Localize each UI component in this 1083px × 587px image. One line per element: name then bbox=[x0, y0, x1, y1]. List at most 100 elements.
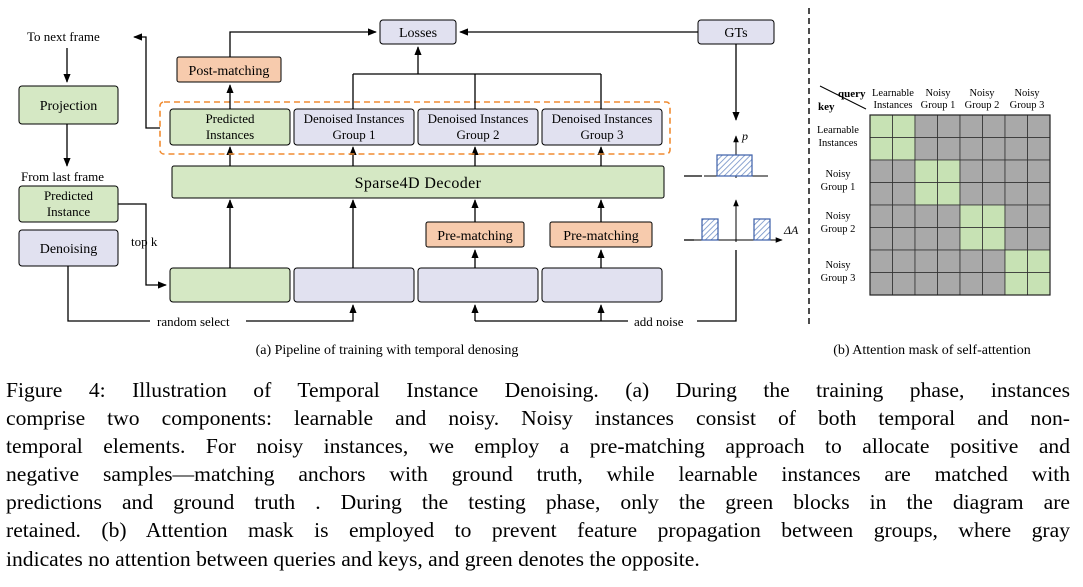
mask-cell-7-3 bbox=[937, 272, 961, 296]
mask-cell-4-3 bbox=[937, 204, 961, 228]
row-header-noisy1-2: Group 1 bbox=[821, 182, 856, 193]
p-label: p bbox=[741, 129, 748, 143]
mask-cell-2-6 bbox=[1004, 159, 1028, 183]
row-header-noisy3-2: Group 3 bbox=[821, 273, 856, 284]
mask-cell-2-3 bbox=[937, 159, 961, 183]
col-header-noisy2-2: Group 2 bbox=[965, 100, 1000, 111]
mask-cell-2-0 bbox=[869, 159, 893, 183]
mask-cell-2-5 bbox=[982, 159, 1006, 183]
row-header-noisy2-2: Group 2 bbox=[821, 224, 856, 235]
mask-cell-0-1 bbox=[892, 114, 916, 138]
delta-hatch-bar-right bbox=[753, 218, 771, 241]
decoder-box bbox=[171, 165, 665, 199]
decoder-label: Sparse4D Decoder bbox=[355, 175, 482, 192]
output-box-group-2 bbox=[417, 108, 539, 146]
col-header-noisy2-1: Noisy bbox=[969, 88, 995, 99]
row-header-noisy1-1: Noisy bbox=[825, 169, 851, 180]
pre-matching-label-2: Pre-matching bbox=[563, 229, 638, 244]
to-next-frame-label: To next frame bbox=[27, 29, 100, 44]
col-header-learnable-2: Instances bbox=[873, 100, 912, 111]
row-header-learnable-2: Instances bbox=[818, 138, 857, 149]
mask-cell-3-4 bbox=[959, 182, 983, 206]
mask-cell-1-3 bbox=[937, 137, 961, 161]
query-label: query bbox=[838, 88, 866, 100]
output-predicted-label-1: Predicted bbox=[205, 111, 255, 126]
mask-cell-0-4 bbox=[959, 114, 983, 138]
random-select-line bbox=[67, 266, 150, 322]
mask-cell-7-7 bbox=[1027, 272, 1051, 296]
mask-cell-6-3 bbox=[937, 249, 961, 273]
mask-cell-5-0 bbox=[869, 227, 893, 251]
predicted-instance-label-2: Instance bbox=[47, 204, 91, 219]
mask-cell-3-0 bbox=[869, 182, 893, 206]
p-hatch-bar bbox=[716, 154, 753, 177]
mask-cell-3-2 bbox=[914, 182, 938, 206]
arrow-post-losses bbox=[229, 28, 377, 57]
mask-cell-6-4 bbox=[959, 249, 983, 273]
losses-box bbox=[379, 19, 457, 45]
query-box-noisy-3 bbox=[541, 267, 663, 303]
mask-cell-4-5 bbox=[982, 204, 1006, 228]
row-header-learnable-1: Learnable bbox=[817, 125, 859, 136]
output-group2-label-1: Denoised Instances bbox=[428, 111, 529, 126]
output-box-group-1 bbox=[293, 108, 415, 146]
output-group1-label-1: Denoised Instances bbox=[304, 111, 405, 126]
query-box-noisy-2 bbox=[417, 267, 539, 303]
caption-line-5: predictions and ground truth . During th… bbox=[6, 490, 1070, 515]
denoising-label: Denoising bbox=[40, 242, 98, 257]
post-matching-box bbox=[176, 56, 282, 83]
mask-cell-4-0 bbox=[869, 204, 893, 228]
mask-cell-1-2 bbox=[914, 137, 938, 161]
add-noise-line-right bbox=[697, 250, 737, 322]
pipeline-panel: To next frame Projection From last frame… bbox=[18, 19, 799, 358]
output-group2-label-2: Group 2 bbox=[457, 127, 500, 142]
caption-line-1: Figure 4: Illustration of Temporal Insta… bbox=[6, 378, 1070, 402]
mask-cell-0-0 bbox=[869, 114, 893, 138]
delta-hatch-bar-left bbox=[701, 218, 719, 241]
mask-cell-3-1 bbox=[892, 182, 916, 206]
mask-cell-1-4 bbox=[959, 137, 983, 161]
mask-cell-7-6 bbox=[1004, 272, 1028, 296]
mask-cell-2-1 bbox=[892, 159, 916, 183]
output-predicted-label-2: Instances bbox=[206, 127, 254, 142]
caption-line-7: indicates no attention between queries a… bbox=[6, 546, 700, 571]
predicted-instance-label-1: Predicted bbox=[44, 188, 94, 203]
mask-cell-5-2 bbox=[914, 227, 938, 251]
mask-cell-6-0 bbox=[869, 249, 893, 273]
output-group3-label-2: Group 3 bbox=[581, 127, 624, 142]
mask-cell-3-5 bbox=[982, 182, 1006, 206]
mask-cell-0-7 bbox=[1027, 114, 1051, 138]
key-label: key bbox=[818, 101, 835, 113]
topk-connector bbox=[118, 203, 167, 289]
pre-matching-label-1: Pre-matching bbox=[437, 229, 512, 244]
topk-label: top k bbox=[131, 234, 158, 249]
mask-cell-0-6 bbox=[1004, 114, 1028, 138]
mask-cell-5-5 bbox=[982, 227, 1006, 251]
mask-cell-5-4 bbox=[959, 227, 983, 251]
negative-distribution-inset: ΔA bbox=[694, 199, 799, 243]
output-group1-label-2: Group 1 bbox=[333, 127, 376, 142]
mask-cell-2-2 bbox=[914, 159, 938, 183]
mask-cell-2-4 bbox=[959, 159, 983, 183]
attention-mask-grid bbox=[869, 114, 1051, 296]
arrow-to-next-frame bbox=[133, 33, 160, 129]
caption-line-6: retained. (b) Attention mask is employed… bbox=[6, 518, 1070, 543]
mask-cell-5-7 bbox=[1027, 227, 1051, 251]
mask-cell-6-6 bbox=[1004, 249, 1028, 273]
subcaption-a: (a) Pipeline of training with temporal d… bbox=[256, 343, 519, 358]
mask-cell-3-6 bbox=[1004, 182, 1028, 206]
col-header-noisy3-1: Noisy bbox=[1014, 88, 1040, 99]
mask-cell-5-6 bbox=[1004, 227, 1028, 251]
mask-cell-2-7 bbox=[1027, 159, 1051, 183]
mask-cell-0-3 bbox=[937, 114, 961, 138]
mask-cell-1-1 bbox=[892, 137, 916, 161]
col-header-learnable-1: Learnable bbox=[872, 88, 914, 99]
projection-label: Projection bbox=[40, 99, 98, 114]
caption-line-4: negative samples—matching anchors with g… bbox=[6, 462, 1070, 487]
projection-box bbox=[18, 85, 119, 125]
from-last-frame-label: From last frame bbox=[21, 169, 104, 184]
mask-border bbox=[869, 114, 1051, 296]
mask-cell-7-4 bbox=[959, 272, 983, 296]
add-noise-label: add noise bbox=[634, 314, 684, 329]
mask-cell-6-1 bbox=[892, 249, 916, 273]
